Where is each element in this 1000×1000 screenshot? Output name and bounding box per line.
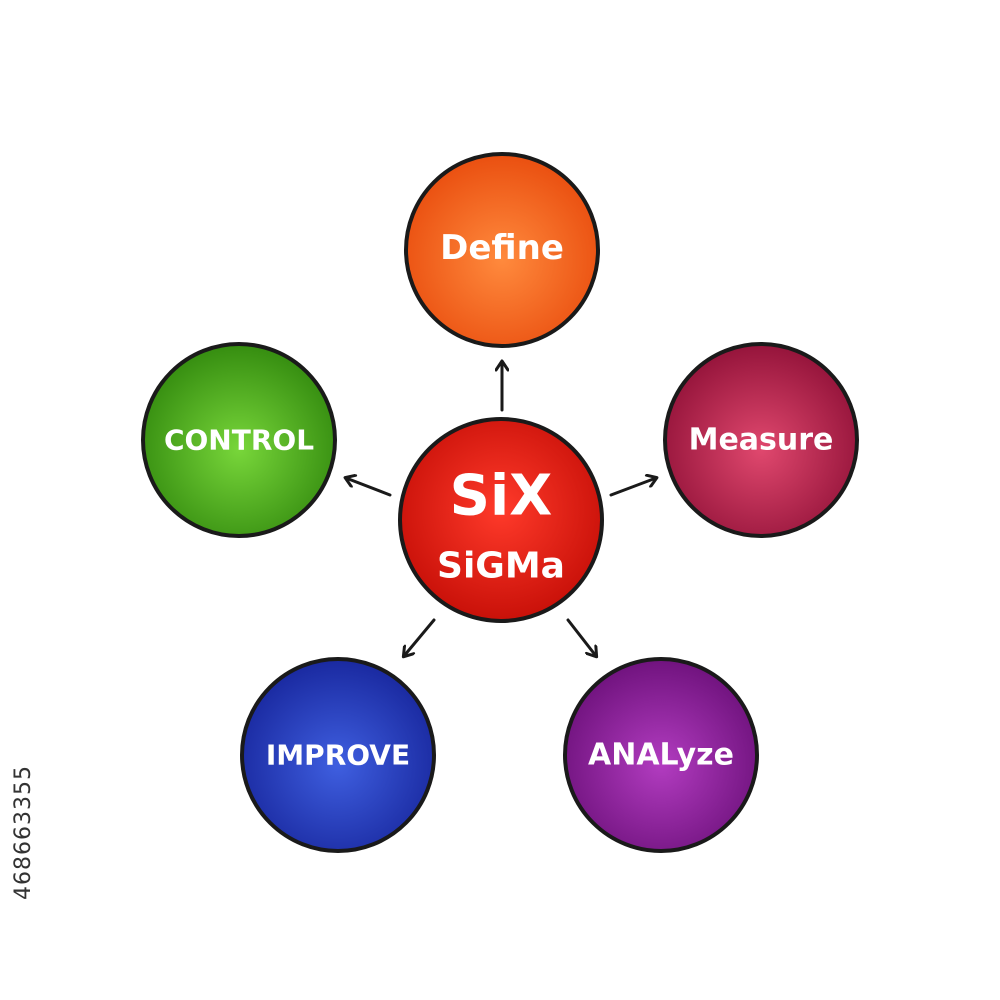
node-analyze: ANALyze <box>563 657 759 853</box>
node-define: Define <box>404 152 600 348</box>
measure-label: Measure <box>689 423 834 458</box>
node-measure: Measure <box>663 342 859 538</box>
image-id-label: 468663355 <box>11 765 36 900</box>
arrows <box>346 362 656 656</box>
control-circle <box>141 342 337 538</box>
arrow-to-control <box>346 478 392 497</box>
control-label: CONTROL <box>164 424 314 457</box>
define-circle <box>404 152 600 348</box>
improve-label: IMPROVE <box>266 739 410 772</box>
measure-circle <box>663 342 859 538</box>
node-control: CONTROL <box>141 342 337 538</box>
node-improve: IMPROVE <box>240 657 436 853</box>
improve-circle <box>240 657 436 853</box>
center-label-line2: SiGMa <box>437 546 565 587</box>
center-circle <box>398 417 604 623</box>
arrow-to-analyze <box>566 618 596 656</box>
arrow-to-measure <box>609 478 656 497</box>
define-label: Define <box>440 228 564 268</box>
analyze-label: ANALyze <box>588 738 734 773</box>
center-label-line1: SiX <box>450 464 553 529</box>
node-center: SiX SiGMa <box>398 417 604 623</box>
arrow-to-improve <box>404 618 436 656</box>
analyze-circle <box>563 657 759 853</box>
